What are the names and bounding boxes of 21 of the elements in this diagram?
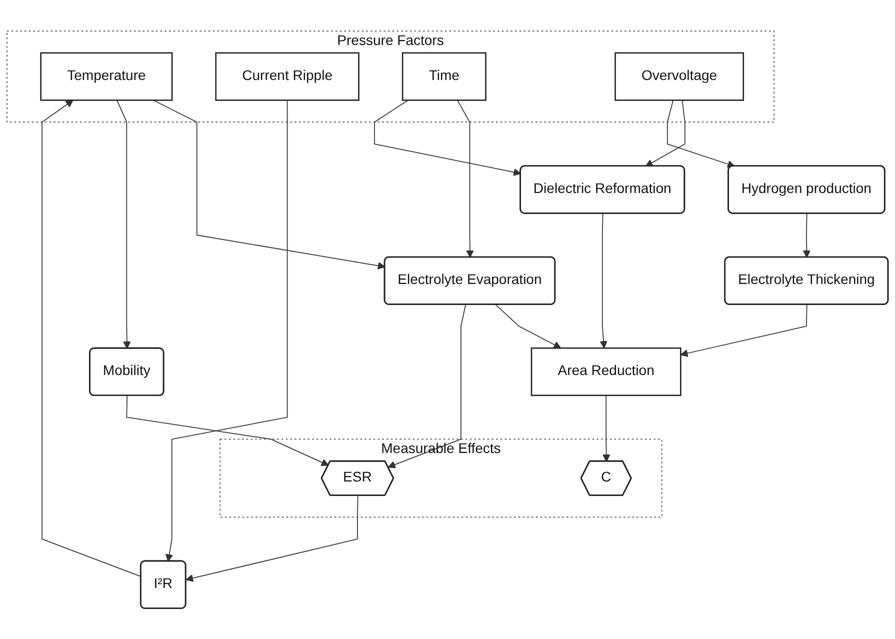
arrow (126, 395, 329, 466)
arrow (802, 213, 811, 258)
arrow (152, 100, 386, 270)
arrow (116, 100, 131, 349)
arrow (186, 495, 358, 582)
node-box: Time (402, 52, 486, 101)
arrow (680, 304, 808, 357)
arrow (602, 394, 610, 462)
node-box: Overvoltage (614, 52, 744, 101)
arrow (495, 304, 562, 348)
node-box: Area Reduction (530, 347, 682, 396)
arrow (600, 213, 608, 348)
node-box: Current Ripple (215, 52, 360, 101)
arrow (165, 100, 288, 562)
arrow (42, 100, 142, 577)
arrow (645, 100, 686, 167)
arrow (388, 304, 466, 468)
node-box: Temperature (40, 52, 173, 101)
arrow (374, 100, 522, 176)
arrow (456, 100, 474, 258)
arrow (666, 100, 736, 168)
